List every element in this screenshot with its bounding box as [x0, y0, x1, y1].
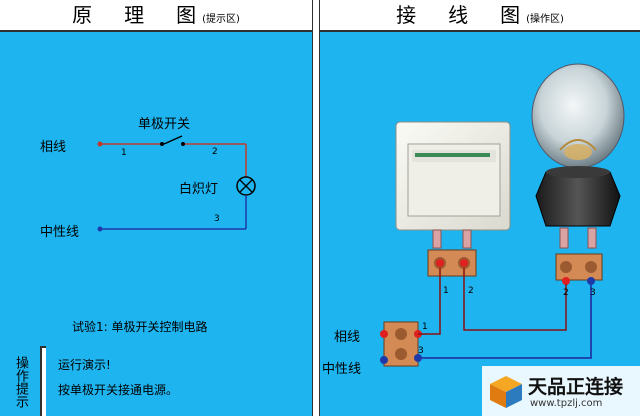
switch-indicator-strip [415, 153, 490, 157]
phase-label: 相线 [40, 140, 67, 155]
wiring-neutral-label: 中性线 [322, 362, 362, 377]
wire-neutral-to-lamp [418, 284, 592, 359]
switch-terminal-1[interactable] [436, 259, 444, 267]
wiring-header: 接 线 图(操作区) [320, 0, 640, 32]
lamp-cross-b [239, 179, 253, 193]
supply-neutral-terminal[interactable] [380, 356, 388, 364]
switch-contact-right [181, 142, 185, 146]
brand-url: www.tpzlj.com [530, 398, 603, 409]
lamp-terminal-block[interactable] [555, 253, 603, 285]
switch-terminal-2-label: 2 [468, 286, 474, 296]
switch-contact-left [160, 142, 164, 146]
schematic-title: 原 理 图 [72, 3, 203, 27]
tips-line-2: 按单极开关接通电源。 [58, 383, 179, 397]
node-3-label: 3 [214, 214, 220, 224]
watermark-logo: 天品正连接 www.tpzlj.com [482, 366, 640, 416]
lamp-terminal-2-label: 2 [563, 288, 569, 298]
supply-terminal-3-label: 3 [418, 346, 424, 356]
brand-name: 天品正连接 [528, 376, 624, 398]
wiring-title: 接 线 图 [396, 3, 527, 27]
wiring-panel: 接 线 图(操作区) [320, 0, 640, 416]
tips-side-label: 操作提示 [13, 356, 28, 408]
wiring-phase-label: 相线 [334, 330, 361, 345]
schematic-header: 原 理 图(提示区) [0, 0, 312, 32]
wiring-title-hint: (操作区) [526, 14, 564, 25]
lamp-label: 白炽灯 [179, 182, 219, 197]
schematic-title-hint: (提示区) [202, 14, 240, 25]
lamp-terminal-2[interactable] [562, 277, 570, 285]
wiring-diagram [380, 63, 625, 367]
lamp-terminal-3-label: 3 [590, 288, 596, 298]
experiment-caption: 试验1: 单极开关控制电路 [72, 320, 208, 334]
neutral-label: 中性线 [40, 225, 80, 240]
neutral-terminal-dot [97, 226, 103, 232]
panel-divider [312, 0, 320, 416]
wire-phase-to-switch [418, 268, 441, 335]
supply-terminal-1-label: 1 [422, 322, 428, 332]
switch-terminal-block[interactable] [427, 249, 477, 277]
switch-lever [163, 135, 183, 145]
node-2-label: 2 [212, 147, 218, 157]
node-1-label: 1 [121, 148, 127, 158]
tips-area: 运行演示! 按单极开关接通电源。 [46, 346, 312, 416]
switch-label: 单极开关 [138, 117, 191, 132]
light-bulb [531, 63, 625, 227]
tips-side-label-box: 操作提示 [0, 346, 42, 416]
supply-phase-terminal[interactable] [380, 330, 388, 338]
wall-switch[interactable] [395, 121, 511, 231]
wire-switch-to-lamp [463, 268, 567, 331]
schematic-diagram [97, 135, 256, 232]
schematic-panel: 原 理 图(提示区) 相线 单极开关 白炽灯 中性线 1 2 3 [0, 0, 312, 346]
switch-terminal-2[interactable] [460, 259, 468, 267]
supply-terminal-block[interactable] [380, 321, 422, 367]
tips-line-1: 运行演示! [58, 358, 111, 372]
brand-cube-icon [490, 376, 522, 408]
switch-terminal-1-label: 1 [443, 286, 449, 296]
lamp-terminal-3[interactable] [587, 277, 595, 285]
